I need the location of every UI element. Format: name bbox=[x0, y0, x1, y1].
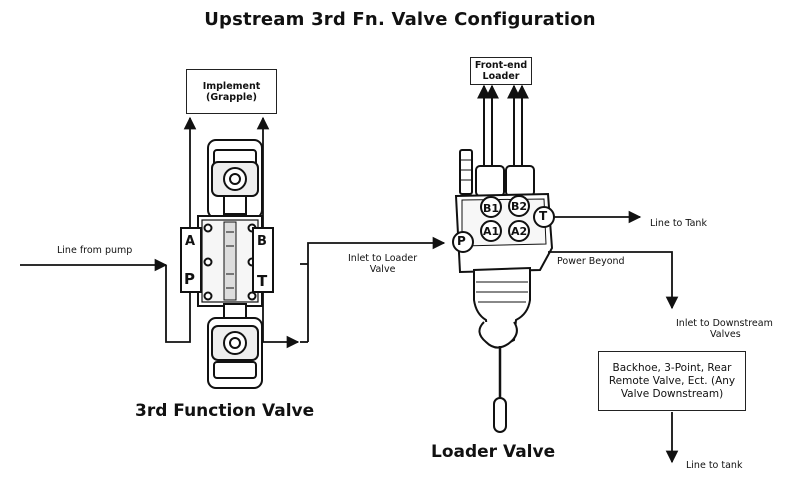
port-p-label: P bbox=[184, 270, 195, 288]
port-a2-label: A2 bbox=[511, 225, 528, 238]
front-end-box-line2: Loader bbox=[482, 71, 520, 82]
inlet-downstream-line1: Inlet to Downstream bbox=[676, 318, 773, 329]
implement-box-line2: (Grapple) bbox=[206, 91, 257, 103]
front-end-box-line1: Front-end bbox=[474, 60, 528, 71]
downstream-box-line2: Remote Valve, Ect. (Any bbox=[608, 374, 736, 387]
inlet-loader-line1: Inlet to Loader bbox=[348, 253, 418, 264]
third-function-valve-label: 3rd Function Valve bbox=[135, 401, 315, 421]
port-a1-label: A1 bbox=[483, 225, 500, 238]
inlet-loader-label: Inlet to Loader Valve bbox=[348, 253, 417, 275]
loader-valve-drawing bbox=[452, 84, 555, 433]
downstream-box-line3: Valve Downstream) bbox=[620, 387, 724, 400]
loader-valve-label: Loader Valve bbox=[431, 442, 556, 462]
port-b-label: B bbox=[257, 234, 267, 249]
port-t-label: T bbox=[257, 272, 268, 290]
implement-box-line1: Implement bbox=[202, 80, 261, 92]
inlet-loader-line2: Valve bbox=[369, 264, 396, 275]
downstream-valve-box: Backhoe, 3-Point, Rear Remote Valve, Ect… bbox=[598, 351, 746, 411]
inlet-downstream-label: Inlet to Downstream Valves bbox=[676, 318, 773, 340]
inlet-downstream-line2: Valves bbox=[710, 329, 741, 340]
port-b2-label: B2 bbox=[511, 200, 528, 213]
line-to-tank-downstream-label: Line to tank bbox=[686, 460, 743, 471]
diagram-title: Upstream 3rd Fn. Valve Configuration bbox=[204, 9, 596, 30]
line-to-tank-label: Line to Tank bbox=[650, 218, 707, 229]
power-beyond-label: Power Beyond bbox=[557, 256, 625, 267]
port-t-loader-label: T bbox=[539, 209, 548, 223]
front-end-loader-box: Front-end Loader bbox=[470, 57, 532, 85]
port-b1-label: B1 bbox=[483, 202, 500, 215]
downstream-box-line1: Backhoe, 3-Point, Rear bbox=[612, 361, 732, 374]
port-p-loader-label: P bbox=[457, 234, 466, 248]
port-a-label: A bbox=[185, 234, 196, 249]
implement-box: Implement (Grapple) bbox=[186, 69, 277, 114]
line-from-pump-label: Line from pump bbox=[57, 245, 133, 256]
